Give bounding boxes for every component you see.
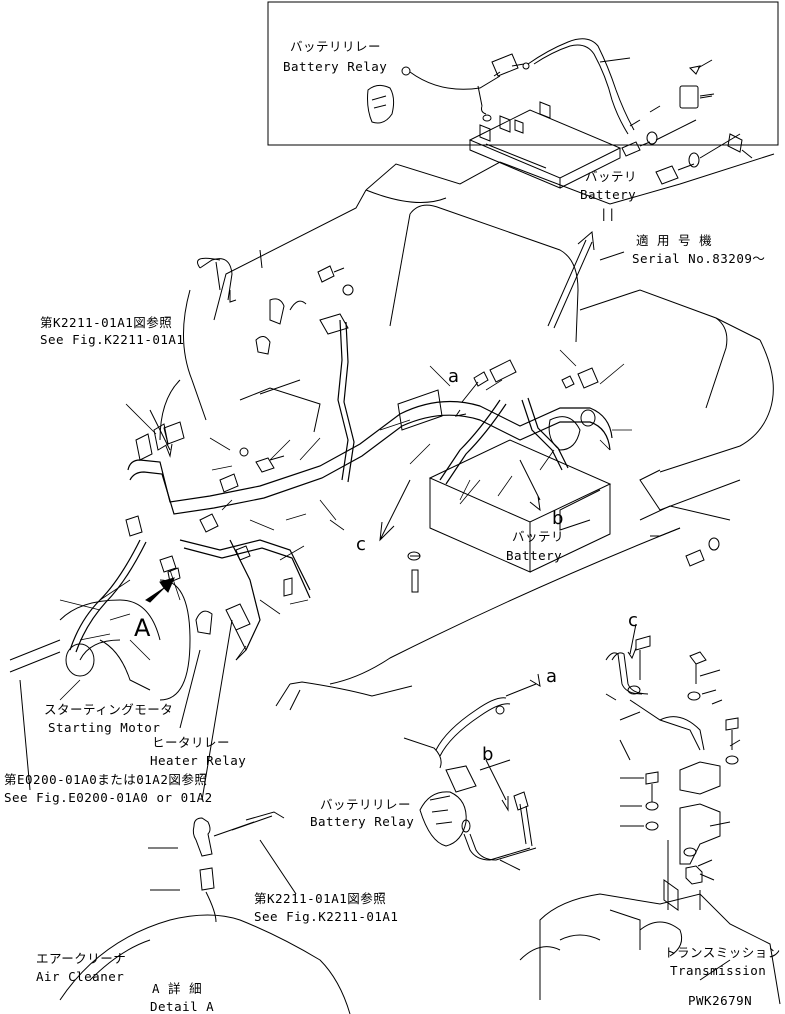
machine-body: [160, 154, 774, 710]
detail-c: [520, 624, 780, 1004]
detail-b-battery-relay-label-ja: バッテリリレー: [320, 797, 412, 812]
starting-motor-label-en: Starting Motor: [48, 720, 161, 735]
clips-and-bolts: [126, 266, 719, 660]
heater-relay-label-en: Heater Relay: [150, 753, 247, 768]
starting-motor-label-ja: スターティングモータ: [44, 702, 174, 717]
ref-e0200-label-ja: 第E0200-01A0または01A2図参照: [4, 772, 208, 787]
air-cleaner-label-en: Air Cleaner: [36, 969, 125, 984]
inset-equals-mark: ||: [600, 206, 617, 221]
leader-lines: [60, 350, 632, 700]
ref-top-label-en: See Fig.K2211-01A1: [40, 332, 185, 347]
inset-battery-relay-label-ja: バッテリリレー: [290, 39, 382, 54]
main-battery: [430, 440, 610, 572]
callout-a-detail: a: [546, 666, 558, 687]
battery-relay-inset: [268, 2, 778, 188]
inset-battery-relay-label-en: Battery Relay: [283, 59, 388, 74]
callout-c-detail: c: [628, 610, 639, 631]
callout-b-detail: b: [482, 744, 494, 765]
starting-motor: [10, 580, 190, 700]
ref-e0200-label-en: See Fig.E0200-01A0 or 01A2: [4, 790, 213, 805]
detail-b: [404, 674, 540, 870]
detail-b-battery-relay-label-en: Battery Relay: [310, 814, 415, 829]
air-cleaner-label-ja: エアークリーナ: [36, 951, 127, 966]
inset-battery-label-en: Battery: [580, 187, 637, 202]
transmission-label-en: Transmission: [670, 963, 767, 978]
serial-label-en: Serial No.83209〜: [632, 251, 766, 266]
detail-a-ref-label-ja: 第K2211-01A1図参照: [254, 891, 387, 906]
wiring-harness: [70, 320, 612, 652]
inset-battery-label-ja: バッテリ: [585, 169, 638, 184]
detail-a: [60, 812, 350, 1014]
heater-relay-label-ja: ヒータリレー: [152, 735, 231, 750]
view-arrows: [20, 382, 540, 800]
main-battery-label-en: Battery: [506, 548, 563, 563]
detail-a-ref-label-en: See Fig.K2211-01A1: [254, 909, 399, 924]
callout-c-main: c: [356, 534, 367, 555]
detail-a-title-en: Detail A: [150, 999, 215, 1014]
callout-b-main: b: [552, 508, 564, 529]
serial-label-ja: 適 用 号 機: [636, 233, 713, 248]
main-battery-label-ja: バッテリ: [512, 529, 565, 544]
callout-a-main: a: [448, 366, 460, 387]
callout-A-main: A: [134, 614, 151, 642]
detail-a-title-ja: A 詳 細: [152, 981, 203, 996]
drawing-number: PWK2679N: [688, 993, 753, 1008]
transmission-label-ja: トランスミッション: [664, 945, 781, 960]
ref-top-label-ja: 第K2211-01A1図参照: [40, 315, 173, 330]
serial-arrow: [548, 232, 624, 328]
